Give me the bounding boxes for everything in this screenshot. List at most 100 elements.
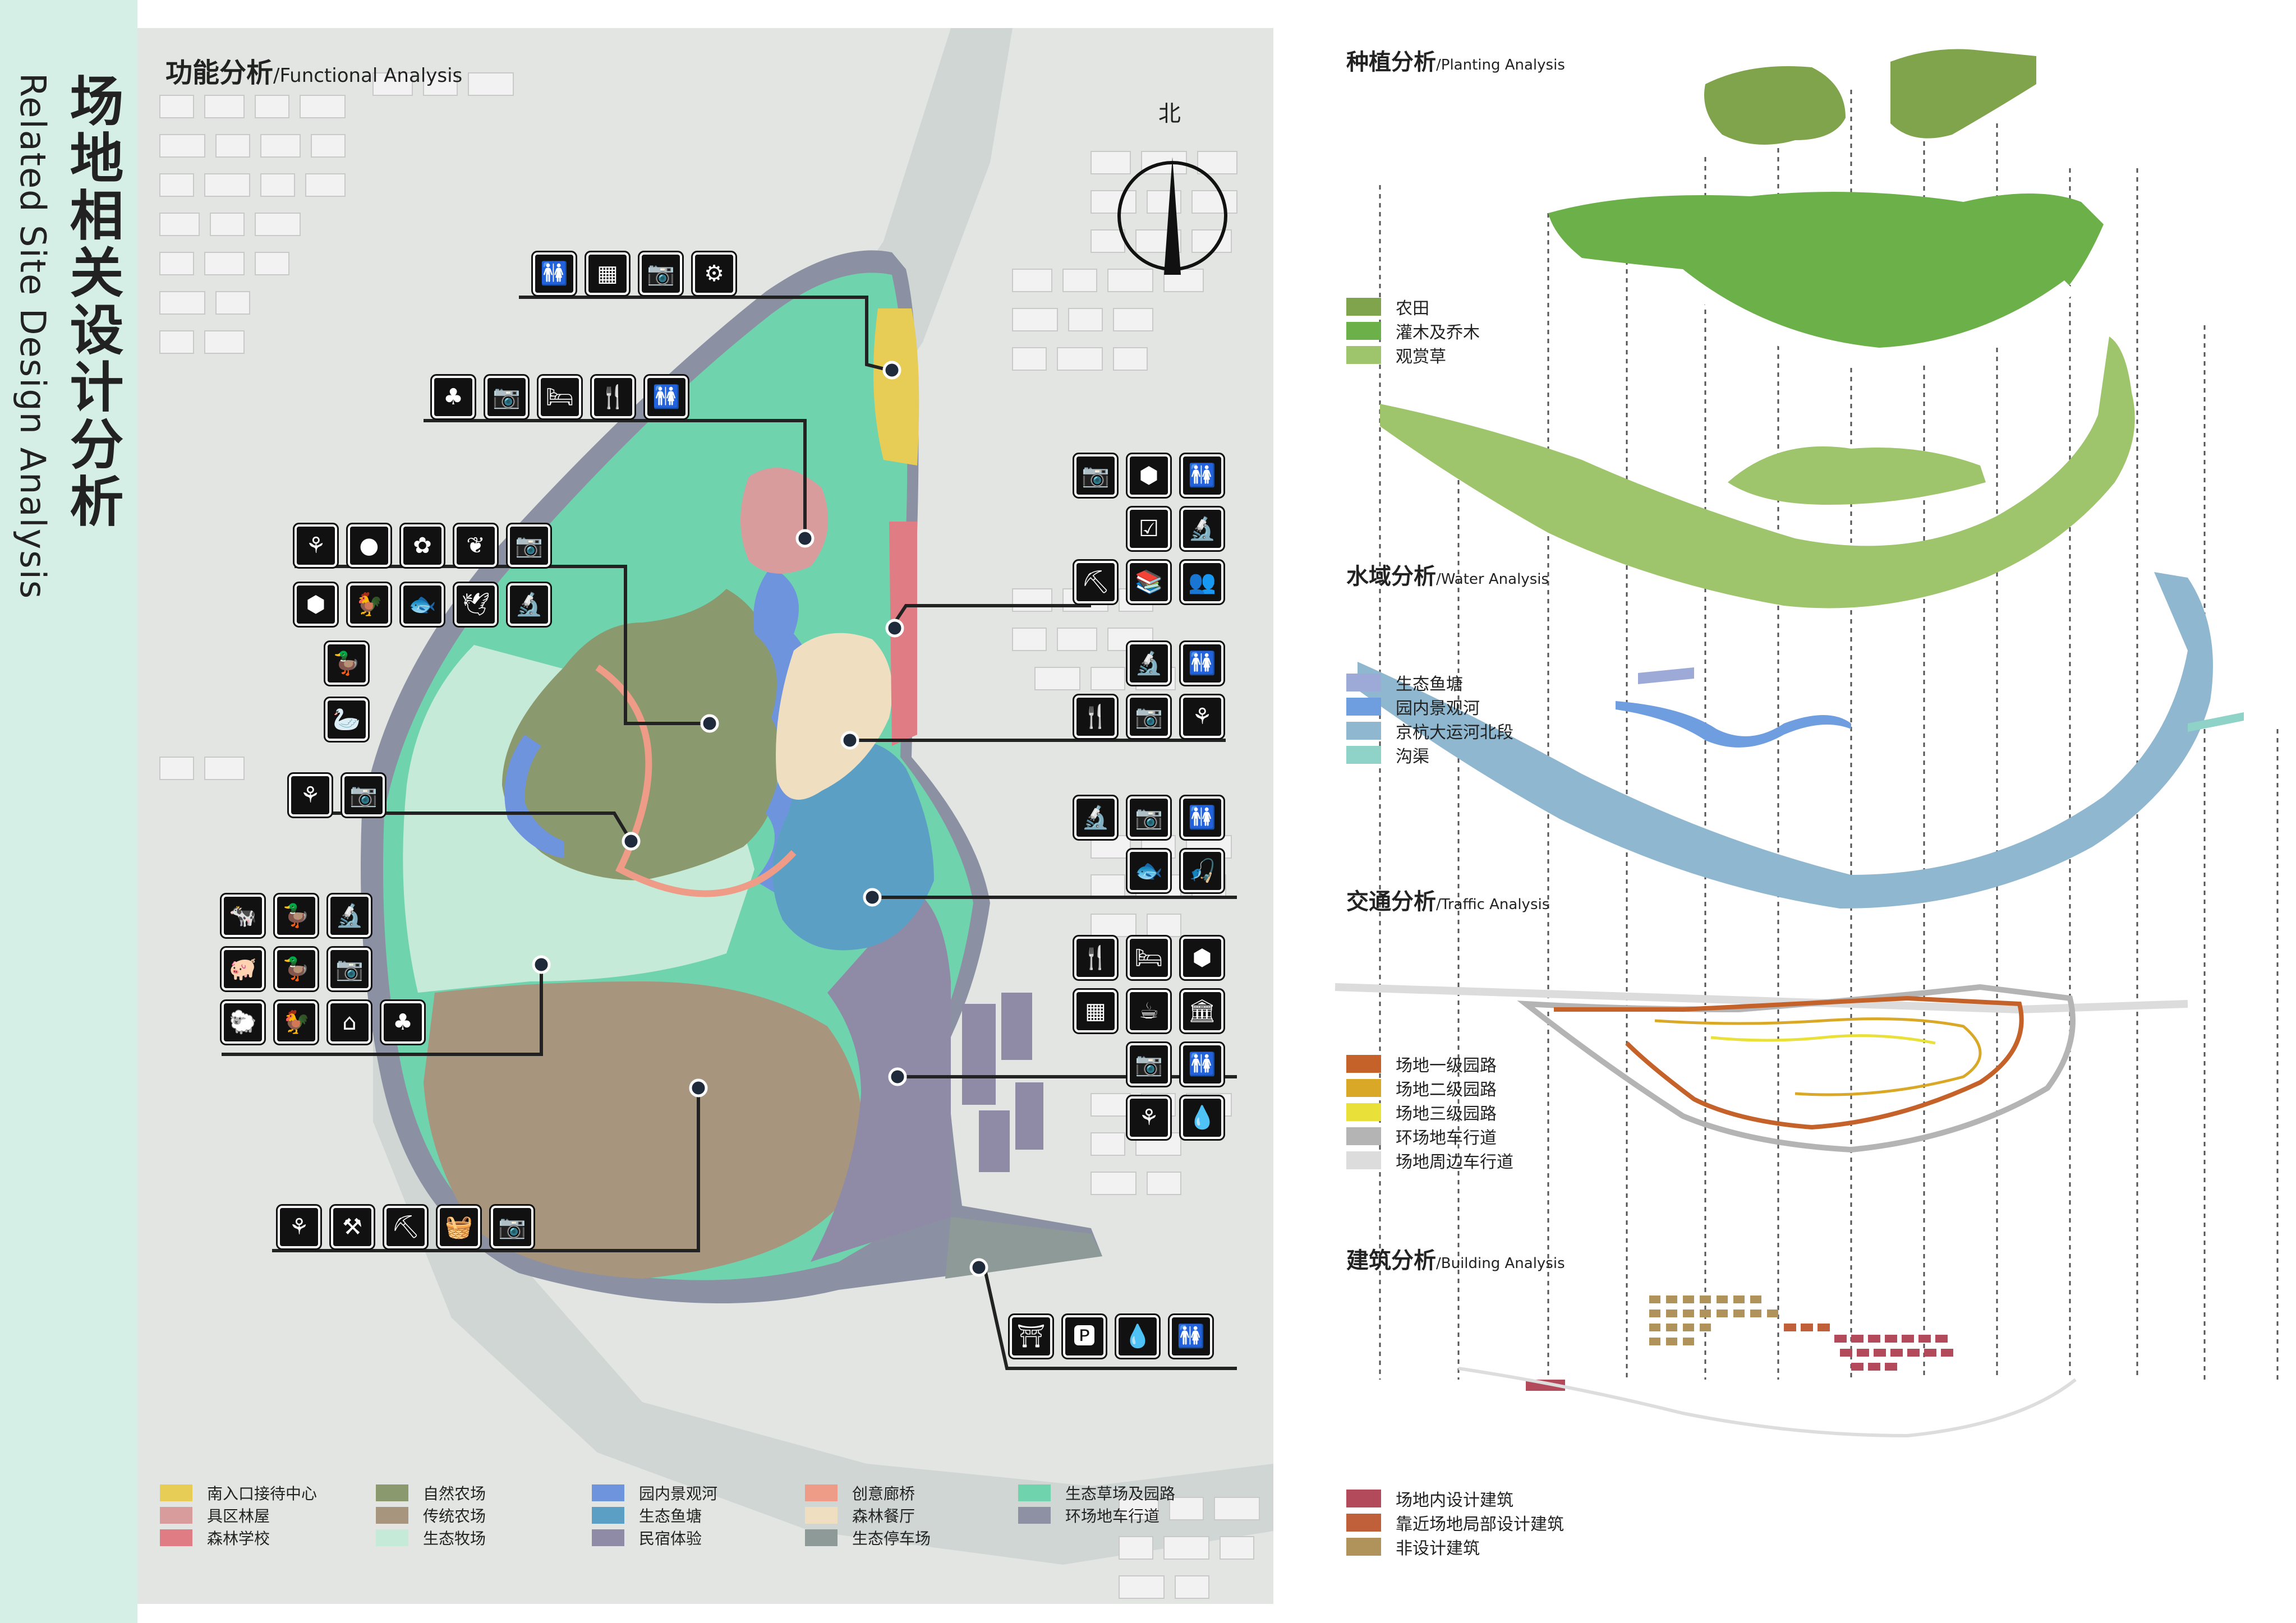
legend-label: 自然农场 [423,1484,486,1503]
parking-icon: 🅿 [1061,1313,1107,1359]
functional-legend-item: 环场地车行道 [1018,1506,1159,1525]
hive-icon: ⬢ [1179,935,1225,981]
legend-label: 场地一级园路 [1396,1056,1497,1076]
dining-icon: 🍴 [1073,935,1119,981]
legend-swatch [1346,298,1381,316]
legend-swatch [1018,1507,1051,1524]
functional-legend-item: 创意廊桥 [805,1483,915,1503]
restroom-icon: 🚻 [643,374,689,420]
camera-icon: 📷 [506,523,552,569]
planting-farmland-a [1704,66,1846,145]
building-legend-item: 靠近场地局部设计建筑 [1346,1513,1564,1534]
creative-bridge [595,665,797,897]
water-landscape-river [1616,701,1851,748]
sidebar-title-en: Related Site Design Analysis [12,73,53,600]
functional-map-svg [159,28,1273,1599]
traffic-peripheral [1335,983,2188,1014]
legend-label: 生态牧场 [423,1529,486,1548]
legend-label: 非设计建筑 [1396,1539,1480,1559]
building-legend-item: 非设计建筑 [1346,1537,1480,1559]
water-title-cn: 水域分析 [1346,564,1436,589]
fish-icon: 🐟 [1126,848,1172,894]
building-design [1526,1335,1953,1391]
dining-icon: 🍴 [590,374,636,420]
fish-icon: 🐟 [399,582,445,628]
traffic-legend-item: 场地一级园路 [1346,1054,1497,1076]
restroom-icon: 🚻 [1179,795,1225,841]
legend-swatch [160,1484,192,1501]
legend-swatch [1346,1490,1381,1507]
sidebar-title-cn: 场地相关设计分析 [61,73,123,531]
legend-label: 场地内设计建筑 [1396,1491,1513,1510]
traffic-title-cn: 交通分析 [1346,889,1436,915]
traffic-title: 交通分析/Traffic Analysis [1346,883,1549,916]
restroom-icon: 🚻 [1168,1313,1214,1359]
functional-title-en: /Functional Analysis [273,64,463,87]
legend-swatch [1346,1127,1381,1145]
building-title-en: /Building Analysis [1436,1255,1565,1272]
legend-label: 生态鱼塘 [639,1507,702,1525]
microscope-icon: 🔬 [1126,640,1172,686]
legend-label: 生态停车场 [852,1529,931,1548]
functional-legend-item: 森林学校 [160,1528,270,1548]
legend-label: 靠近场地局部设计建筑 [1396,1515,1564,1534]
traffic-ring [1517,984,2076,1153]
legend-swatch [592,1484,624,1501]
restroom-icon: 🚻 [531,251,577,297]
planting-title: 种植分析/Planting Analysis [1346,44,1565,76]
legend-swatch [1346,1538,1381,1556]
legend-swatch [1346,1079,1381,1097]
legend-swatch [1346,1514,1381,1532]
traffic-primary [1554,995,2024,1130]
legend-swatch [592,1529,624,1546]
functional-title: 功能分析/Functional Analysis [165,50,462,90]
forest-restaurant-zone [776,633,892,800]
legend-swatch [1346,346,1381,364]
wheat-icon: ⚘ [293,523,339,569]
legend-swatch [1346,322,1381,340]
legend-label: 京杭大运河北段 [1396,723,1513,743]
traffic-title-en: /Traffic Analysis [1436,896,1550,913]
legend-swatch [1346,722,1381,740]
south-entrance-zone [873,308,919,465]
water-drop-icon: 💧 [1115,1313,1161,1359]
legend-swatch [160,1507,192,1524]
building-title: 建筑分析/Building Analysis [1346,1242,1565,1275]
gear-icon: ⚙ [691,251,737,297]
plant-icon: ♣ [430,374,476,420]
functional-legend-item: 南入口接待中心 [160,1483,317,1503]
microscope-icon: 🔬 [1179,506,1225,552]
planting-title-cn: 种植分析 [1346,49,1436,75]
restroom-icon: 🚻 [1179,453,1225,499]
traffic-secondary [1654,1017,1982,1096]
planting-shrubs-band [1677,269,2076,370]
legend-swatch [1346,1055,1381,1073]
grid-icon: ▦ [1073,988,1119,1034]
legend-swatch [1346,1103,1381,1121]
bed-icon: 🛏 [537,374,583,420]
sidebar-band [0,0,137,1623]
rooster-icon: 🐓 [273,999,319,1045]
goose-icon: 🦢 [324,697,370,743]
camera-icon: 📷 [489,1204,535,1250]
cow-icon: 🐄 [220,893,266,939]
farming-icon: ⛏ [383,1204,429,1250]
camera-icon: 📷 [341,772,386,818]
functional-legend-item: 具区林屋 [160,1506,270,1525]
traffic-legend-item: 场地二级园路 [1346,1078,1497,1100]
legend-label: 农田 [1396,299,1429,319]
legend-swatch [1346,746,1381,764]
legend-label: 环场地车行道 [1065,1507,1160,1525]
north-arrow [1117,157,1227,275]
legend-swatch [1346,1151,1381,1169]
legend-label: 园内景观河 [639,1484,718,1503]
restroom-icon: 🚻 [1179,1041,1225,1087]
water-canal [1358,572,2213,909]
grid-icon: ▦ [585,251,631,297]
forest-school-zone [889,522,917,746]
traffic-legend-item: 场地周边车行道 [1346,1151,1513,1172]
traffic-tertiary [1710,1034,1936,1045]
coffee-icon: ☕ [1126,988,1172,1034]
legend-label: 场地周边车行道 [1396,1152,1513,1172]
legend-label: 观赏草 [1396,347,1446,367]
